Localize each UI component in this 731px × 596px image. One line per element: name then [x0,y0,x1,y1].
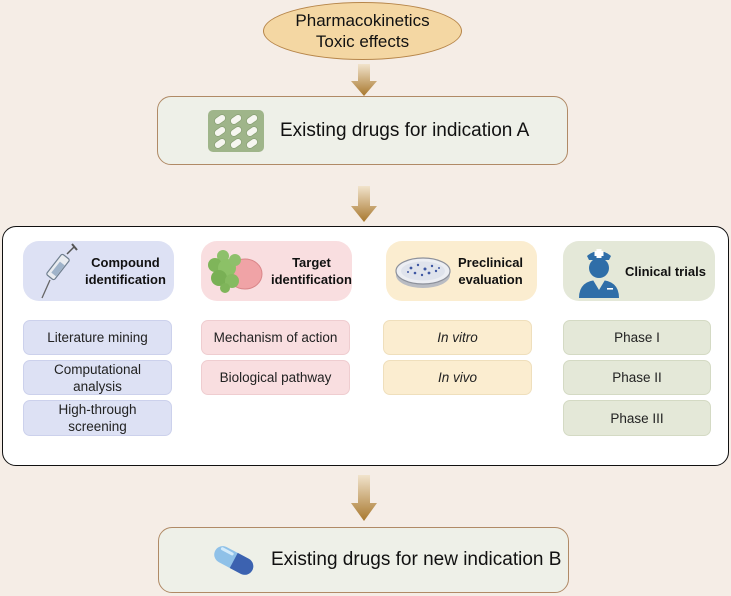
target-identification-header: Target identification [201,241,352,301]
in-vitro-item: In vitro [383,320,532,355]
literature-mining-label: Literature mining [47,330,148,345]
phase-1-label: Phase I [614,330,660,345]
new-indication-label: Existing drugs for new indication B [271,549,562,570]
clinical-trials-header: Clinical trials [563,241,715,301]
capsule-icon [214,546,254,575]
compound-identification-header: Compound identification [23,241,174,301]
literature-mining-item: Literature mining [23,320,172,355]
down-arrow-3 [351,475,377,521]
compound-title-line2: identification [85,272,166,287]
down-arrow-1 [351,64,377,96]
pharmacokinetics-oval: Pharmacokinetics Toxic effects [263,2,462,60]
preclinical-title-line2: evaluation [458,272,523,287]
in-vivo-item: In vivo [383,360,532,395]
existing-drugs-label: Existing drugs for indication A [280,119,530,141]
in-vitro-label: In vitro [437,330,478,345]
compound-title-line1: Compound [91,255,160,270]
phase-3-item: Phase III [563,400,711,436]
existing-drugs-box: Existing drugs for indication A [157,96,568,165]
cells-icon [208,250,263,293]
preclinical-title-line1: Preclinical [458,255,524,270]
oval-line-2: Toxic effects [315,32,410,51]
syringe-icon [41,243,78,299]
petri-dish-icon [395,257,451,288]
high-throughput-screening-item: High-through screening [23,400,172,436]
computational-line2: analysis [73,378,122,394]
preclinical-evaluation-header: Preclinical evaluation [386,241,537,301]
phase-3-label: Phase III [610,410,664,426]
in-vivo-label: In vivo [437,370,478,385]
down-arrow-2 [351,186,377,222]
doctor-icon [579,249,619,298]
target-title-line2: identification [271,272,352,287]
target-title-line1: Target [292,255,331,270]
mechanism-of-action-item: Mechanism of action [201,320,350,355]
computational-line1: Computational [53,361,142,377]
oval-line-1: Pharmacokinetics [295,11,430,30]
biological-pathway-item: Biological pathway [201,360,350,395]
screening-line2: screening [68,419,127,434]
biological-pathway-label: Biological pathway [219,370,332,385]
phase-2-item: Phase II [563,360,711,395]
phase-1-item: Phase I [563,320,711,355]
phase-2-label: Phase II [612,370,662,385]
computational-analysis-item: Computational analysis [23,360,172,395]
pill-blister-icon [208,109,264,152]
new-indication-box: Existing drugs for new indication B [158,527,569,593]
screening-line1: High-through [58,402,137,417]
clinical-title-line1: Clinical trials [625,263,706,279]
mechanism-label: Mechanism of action [213,330,338,345]
